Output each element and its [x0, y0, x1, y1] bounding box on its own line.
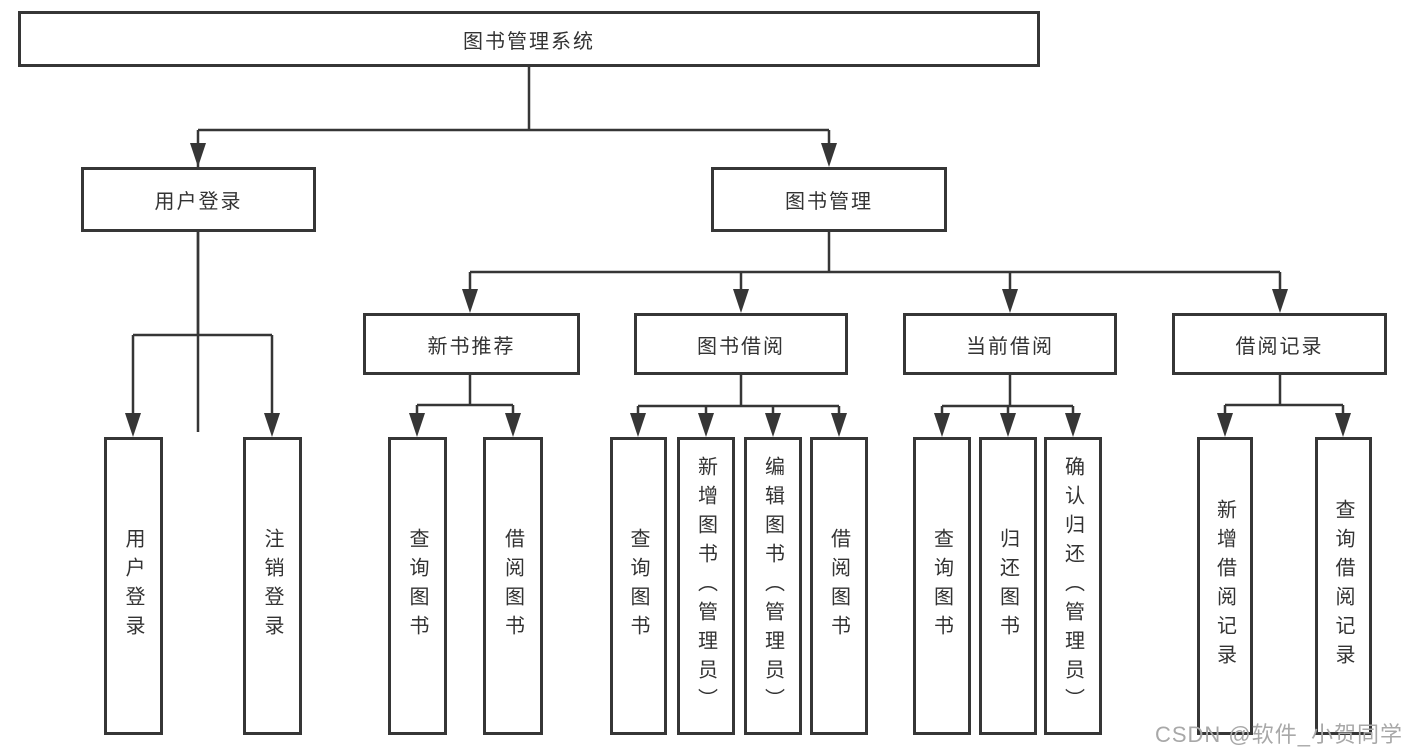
- node-current-borrow: 当前借阅: [903, 313, 1117, 375]
- node-label: 新书推荐: [427, 335, 516, 358]
- arrow-down-icon: [821, 143, 837, 167]
- arrow-down-icon: [934, 413, 950, 437]
- arrow-down-icon: [1002, 289, 1018, 313]
- node-label: 新增图书（管理员）: [694, 455, 717, 717]
- arrow-down-icon: [1065, 413, 1081, 437]
- connector-line: [415, 375, 515, 430]
- connector-new-book-recommend-to-leaves: [409, 375, 521, 437]
- node-label: 注销登录: [261, 528, 283, 644]
- connector-book-management-to-level3: [462, 232, 1288, 313]
- leaf-confirm-return-admin: 确认归还（管理员）: [1044, 437, 1102, 735]
- leaf-query-book-recommend: 查询图书: [388, 437, 447, 735]
- arrow-down-icon: [409, 413, 425, 437]
- node-label: 图书管理: [785, 191, 873, 213]
- arrow-down-icon: [505, 413, 521, 437]
- node-label: 借阅图书: [827, 528, 850, 644]
- leaf-query-borrow-record: 查询借阅记录: [1315, 437, 1372, 735]
- node-label: 编辑图书（管理员）: [761, 455, 784, 717]
- connector-line: [636, 375, 841, 430]
- node-label: 查询图书: [406, 528, 428, 644]
- node-label: 查询图书: [930, 528, 953, 644]
- arrow-down-icon: [733, 289, 749, 313]
- node-label: 归还图书: [996, 528, 1019, 644]
- connector-line: [131, 232, 274, 430]
- arrow-down-icon: [264, 413, 280, 437]
- arrow-down-icon: [462, 289, 478, 313]
- node-label: 查询借阅记录: [1332, 499, 1354, 673]
- node-label: 借阅记录: [1235, 335, 1324, 358]
- arrow-down-icon: [1335, 413, 1351, 437]
- node-book-management: 图书管理: [711, 167, 947, 232]
- arrow-down-icon: [698, 413, 714, 437]
- connector-current-borrow-to-leaves: [934, 375, 1081, 437]
- leaf-add-borrow-record: 新增借阅记录: [1197, 437, 1253, 735]
- connector-root-to-level2: [190, 67, 837, 432]
- arrow-down-icon: [1000, 413, 1016, 437]
- leaf-user-login: 用户登录: [104, 437, 163, 735]
- node-label: 当前借阅: [966, 335, 1054, 358]
- arrow-down-icon: [630, 413, 646, 437]
- arrow-down-icon: [125, 413, 141, 437]
- leaf-query-book-current: 查询图书: [913, 437, 971, 735]
- node-system-root: 图书管理系统: [18, 11, 1040, 67]
- node-book-borrow: 图书借阅: [634, 313, 848, 375]
- connector-line: [1223, 375, 1345, 430]
- arrow-down-icon: [765, 413, 781, 437]
- leaf-logout: 注销登录: [243, 437, 302, 735]
- node-label: 确认归还（管理员）: [1061, 455, 1084, 717]
- leaf-borrow-book: 借阅图书: [810, 437, 868, 735]
- csdn-watermark: CSDN @软件_小贺同学: [1154, 722, 1403, 747]
- node-new-book-recommend: 新书推荐: [363, 313, 580, 375]
- node-label: 借阅图书: [501, 528, 524, 644]
- leaf-return-book: 归还图书: [979, 437, 1037, 735]
- arrow-down-icon: [190, 143, 206, 167]
- connector-book-borrow-to-leaves: [630, 375, 847, 437]
- node-label: 新增借阅记录: [1213, 499, 1236, 673]
- leaf-add-book-admin: 新增图书（管理员）: [677, 437, 735, 735]
- node-user-login: 用户登录: [81, 167, 316, 232]
- arrow-down-icon: [1272, 289, 1288, 313]
- leaf-query-book-borrow: 查询图书: [610, 437, 667, 735]
- node-label: 用户登录: [154, 191, 243, 213]
- node-borrow-record: 借阅记录: [1172, 313, 1387, 375]
- node-label: 用户登录: [122, 528, 144, 644]
- leaf-edit-book-admin: 编辑图书（管理员）: [744, 437, 802, 735]
- connector-line: [196, 67, 831, 432]
- node-label: 查询图书: [627, 528, 649, 644]
- arrow-down-icon: [1217, 413, 1233, 437]
- connector-borrow-record-to-leaves: [1217, 375, 1351, 437]
- node-label: 图书借阅: [697, 335, 785, 358]
- arrow-down-icon: [831, 413, 847, 437]
- node-label: 图书管理系统: [463, 30, 595, 53]
- connector-user-login-to-leaves: [125, 232, 280, 437]
- connector-line: [468, 232, 1282, 306]
- leaf-borrow-book-recommend: 借阅图书: [483, 437, 543, 735]
